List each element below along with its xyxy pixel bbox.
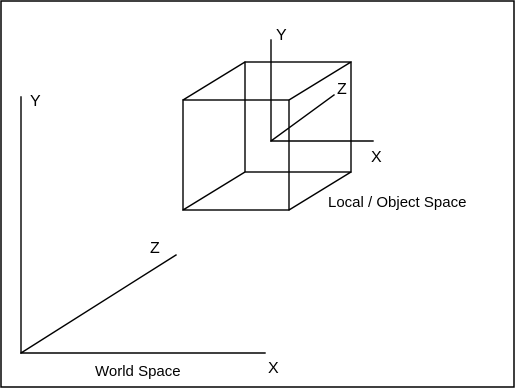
local-z-axis: [270, 94, 335, 142]
cube-edge-bottom-left: [182, 171, 246, 211]
local-x-label: X: [371, 149, 382, 166]
world-y-label: Y: [30, 93, 41, 110]
cube-edge-bottom-right: [288, 171, 352, 211]
local-y-label: Y: [276, 27, 287, 44]
local-space-caption: Local / Object Space: [328, 194, 466, 211]
local-z-label: Z: [337, 81, 347, 98]
world-x-label: X: [268, 360, 279, 377]
cube: [182, 61, 352, 211]
world-z-label: Z: [150, 240, 160, 257]
cube-edge-top-right: [288, 61, 352, 101]
cube-front-face: [182, 99, 290, 211]
world-space-caption: World Space: [95, 363, 181, 380]
cube-back-face: [244, 61, 352, 173]
world-axes: Y Z X World Space: [20, 93, 279, 380]
world-z-axis: [20, 254, 177, 354]
cube-edge-top-left: [182, 61, 246, 101]
local-axes: Y Z X Local / Object Space: [270, 27, 466, 211]
